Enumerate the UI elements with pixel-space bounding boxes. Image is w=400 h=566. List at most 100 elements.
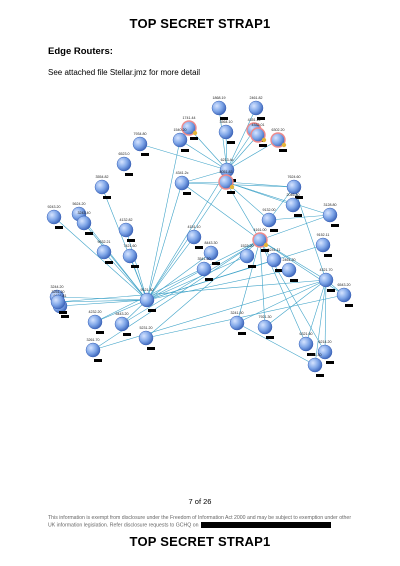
diagram-edge — [92, 279, 327, 351]
router-node: 1741.44 — [181, 116, 198, 140]
diagram-edge — [101, 186, 148, 301]
router-node: 2461.20 — [281, 258, 298, 282]
router-node-label: 8051.83 — [220, 170, 233, 174]
diagram-edge — [324, 279, 327, 353]
redaction-mark — [85, 232, 93, 235]
redaction-mark — [257, 117, 265, 120]
alert-marker-icon — [229, 184, 235, 190]
router-node-label: 1523.20 — [241, 244, 254, 248]
diagram-edge — [259, 214, 331, 241]
redaction-mark — [205, 278, 213, 281]
router-node-label: 4151.10 — [188, 225, 201, 229]
redaction-mark — [227, 141, 235, 144]
router-node: 6543.20 — [336, 283, 353, 307]
router-node: 5241.11 — [266, 248, 283, 272]
router-node-label: 5443.20 — [116, 312, 129, 316]
router-node-label: 2461.82 — [250, 96, 263, 100]
router-node-icon — [270, 132, 286, 148]
router-node-icon — [94, 179, 110, 195]
router-node-label: 4341.2c — [176, 171, 189, 175]
redaction-mark — [227, 191, 235, 194]
redaction-mark — [345, 304, 353, 307]
router-node-icon — [186, 229, 202, 245]
router-node-label: 7624.60 — [288, 175, 301, 179]
router-node: 6214.20 — [317, 340, 334, 364]
router-node-label: 6302.20 — [272, 128, 285, 132]
diagram-edge — [94, 299, 148, 323]
redaction-mark — [125, 173, 133, 176]
router-node-icon — [196, 261, 212, 277]
diagram-edge — [145, 294, 345, 339]
diagram-edge — [236, 279, 327, 324]
redaction-bar — [200, 522, 331, 528]
router-node-label: 9121.30 — [141, 288, 154, 292]
redaction-mark — [270, 229, 278, 232]
router-node-label: 9152.11 — [317, 233, 330, 237]
alert-marker-icon — [281, 142, 287, 148]
router-node: 1868.19 — [211, 96, 228, 120]
redaction-mark — [220, 117, 228, 120]
router-node: 6302.20 — [270, 128, 287, 152]
redaction-mark — [103, 196, 111, 199]
router-node: 3441.30 — [307, 353, 324, 377]
router-node: 1540.20 — [172, 128, 189, 152]
router-node-icon — [318, 272, 334, 288]
router-node: 9632.21 — [96, 240, 113, 264]
diagram-edge — [305, 279, 327, 345]
router-node-icon — [174, 175, 190, 191]
redaction-mark — [190, 137, 198, 140]
router-node: 3564.10 — [218, 120, 235, 144]
router-node-label: 3241.50 — [231, 311, 244, 315]
router-node-label: 3243.40 — [78, 211, 91, 215]
router-node-icon — [298, 336, 314, 352]
diagram-edge — [94, 239, 261, 323]
router-node-label: 3244.20 — [51, 285, 64, 289]
router-node-icon — [322, 207, 338, 223]
router-node: 9243.20 — [46, 205, 63, 229]
router-node-label: 6214.20 — [319, 340, 332, 344]
diagram-edge — [146, 268, 205, 301]
redaction-mark — [181, 149, 189, 152]
router-node-icon — [46, 209, 62, 225]
diagram-edge — [146, 236, 195, 301]
router-node: 9152.11 — [315, 233, 332, 257]
router-node-label: 5624.20 — [73, 202, 86, 206]
router-node: 3251.20 — [50, 290, 67, 314]
router-node-label: 4161.00 — [254, 228, 267, 232]
diagram-edge — [146, 269, 290, 301]
router-node: 8051.83 — [218, 170, 235, 194]
redaction-mark — [212, 262, 220, 265]
redaction-mark — [59, 311, 67, 314]
router-node-label: 3441.30 — [309, 353, 322, 357]
router-node-label: 7421.60 — [124, 244, 137, 248]
router-node-label: 4351.2c — [248, 118, 261, 122]
router-node-label: 6321.60 — [300, 332, 313, 336]
redaction-mark — [261, 249, 269, 252]
router-node: 3541.20 — [196, 257, 213, 281]
router-node: 2046.80 — [285, 193, 302, 217]
diagram-edge — [226, 107, 257, 171]
redaction-mark — [195, 246, 203, 249]
redaction-mark — [331, 224, 339, 227]
router-node-label: 1741.44 — [183, 116, 196, 120]
router-node-icon — [285, 197, 301, 213]
redaction-mark — [147, 347, 155, 350]
router-node-icon — [252, 232, 268, 248]
router-node-icon — [266, 252, 282, 268]
router-node: 3554.82 — [94, 175, 111, 199]
router-node: 4332.01 — [250, 123, 267, 147]
router-node-label: 2046.80 — [287, 193, 300, 197]
router-node-label: 5231.20 — [140, 326, 153, 330]
router-node-icon — [181, 120, 197, 136]
redaction-mark — [141, 153, 149, 156]
alert-marker-icon — [192, 130, 198, 136]
router-node-label: 3554.82 — [96, 175, 109, 179]
router-node: 4151.10 — [186, 225, 203, 249]
redaction-mark — [295, 196, 303, 199]
router-node: 4161.00 — [252, 228, 269, 252]
router-node-icon — [229, 315, 245, 331]
router-node-icon — [218, 174, 234, 190]
redaction-mark — [290, 279, 298, 282]
router-node-icon — [85, 342, 101, 358]
redaction-mark — [96, 331, 104, 334]
